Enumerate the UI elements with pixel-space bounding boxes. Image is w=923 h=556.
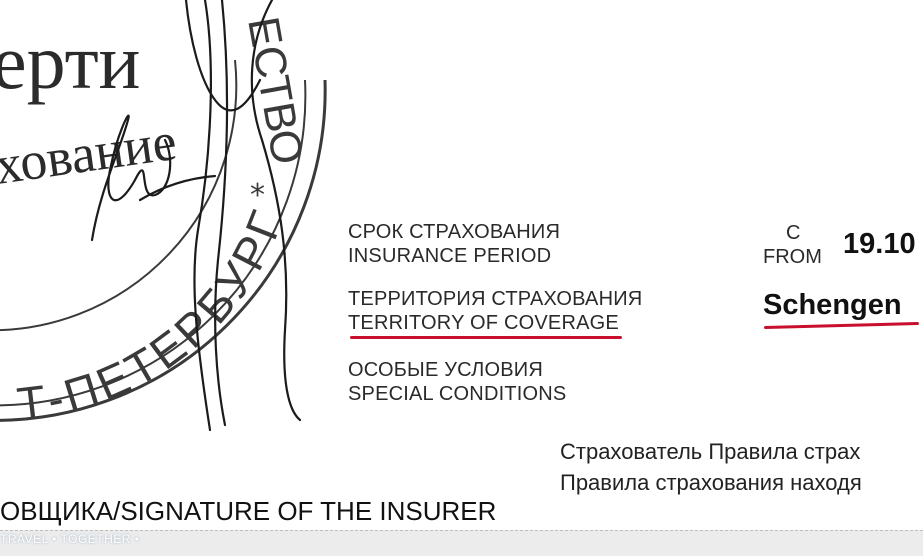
territory-value: Schengen <box>763 289 902 321</box>
period-start-date: 19.10 <box>843 228 916 260</box>
handwritten-signature <box>90 0 302 432</box>
from-label-ru: С <box>786 222 801 244</box>
stamp-company-name: ерти <box>0 18 140 105</box>
stamp-ring-text-top: ЕСТВО <box>238 13 312 168</box>
stamp-company-subtitle: хование <box>0 111 180 196</box>
footer-strip <box>0 530 923 556</box>
insurance-period-label-en: INSURANCE PERIOD <box>348 245 552 267</box>
rules-text-line-1: Страхователь Правила страх <box>560 439 861 464</box>
insurance-period-label-ru: СРОК СТРАХОВАНИЯ <box>348 221 561 243</box>
company-stamp: Т-ПЕТЕРБУРГ ЕСТВО * ерти хование <box>0 0 327 432</box>
watermark: TRAVEL • TOGETHER • <box>0 532 140 546</box>
from-label-en: FROM <box>763 246 822 268</box>
insurer-signature-caption: ОВЩИКА/SIGNATURE OF THE INSURER <box>0 496 497 526</box>
stamp-star: * <box>250 178 265 213</box>
stamp-ring-text: Т-ПЕТЕРБУРГ <box>14 201 294 430</box>
territory-label-ru: ТЕРРИТОРИЯ СТРАХОВАНИЯ <box>348 288 643 310</box>
rules-text-line-2: Правила страхования находя <box>560 470 862 495</box>
special-conditions-label-en: SPECIAL CONDITIONS <box>348 383 567 405</box>
territory-label-en: TERRITORY OF COVERAGE <box>348 312 619 334</box>
special-conditions-label-ru: ОСОБЫЕ УСЛОВИЯ <box>348 359 543 381</box>
territory-value-underline <box>763 321 920 330</box>
territory-underline <box>350 336 622 339</box>
